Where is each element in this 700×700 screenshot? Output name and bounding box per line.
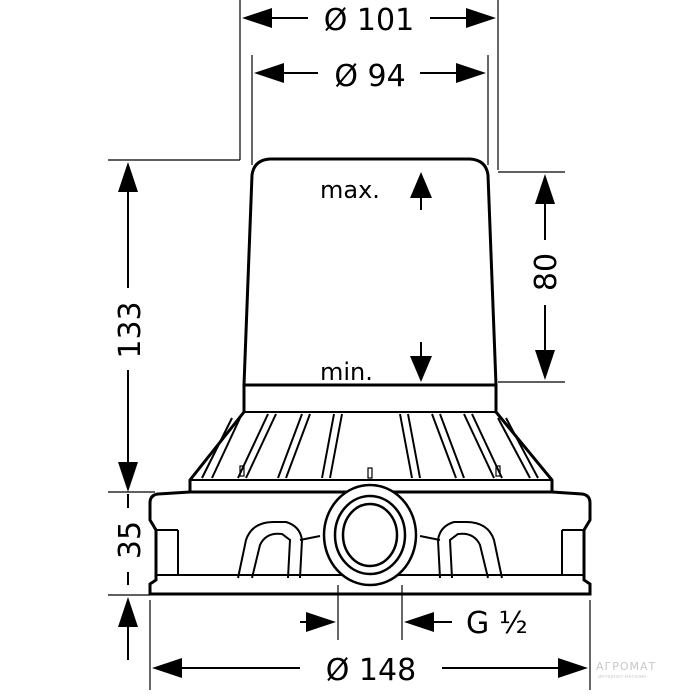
ribbed-cage bbox=[188, 411, 554, 494]
max-marker: max. bbox=[320, 172, 432, 210]
dimension-outer-diameter: Ø 101 bbox=[239, 0, 499, 170]
max-label: max. bbox=[320, 176, 380, 204]
inner-diameter-label: Ø 94 bbox=[334, 59, 405, 94]
dimension-adjust-range: 80 bbox=[498, 171, 565, 383]
base-diameter-label: Ø 148 bbox=[326, 653, 416, 688]
thread-label: G ½ bbox=[466, 606, 528, 641]
dimension-inner-diameter: Ø 94 bbox=[251, 55, 489, 165]
threaded-port bbox=[322, 483, 418, 640]
outer-diameter-label: Ø 101 bbox=[324, 3, 414, 38]
watermark-subtitle: интернет-магазин bbox=[598, 674, 646, 680]
cylinder-body bbox=[242, 157, 498, 413]
dimension-base-diameter: Ø 148 bbox=[149, 600, 591, 690]
dimension-thread: G ½ bbox=[300, 606, 528, 641]
min-label: min. bbox=[320, 358, 373, 386]
watermark-logo: AГРОМАТ интернет-магазин bbox=[596, 660, 656, 680]
adjust-range-label: 80 bbox=[529, 253, 564, 291]
dimension-base-height: 35 bbox=[108, 491, 155, 660]
base-height-label: 35 bbox=[113, 521, 148, 559]
total-height-label: 133 bbox=[113, 301, 148, 358]
min-marker: min. bbox=[320, 342, 432, 386]
dimension-total-height: 133 bbox=[108, 159, 240, 492]
watermark-name: AГРОМАТ bbox=[596, 660, 656, 673]
